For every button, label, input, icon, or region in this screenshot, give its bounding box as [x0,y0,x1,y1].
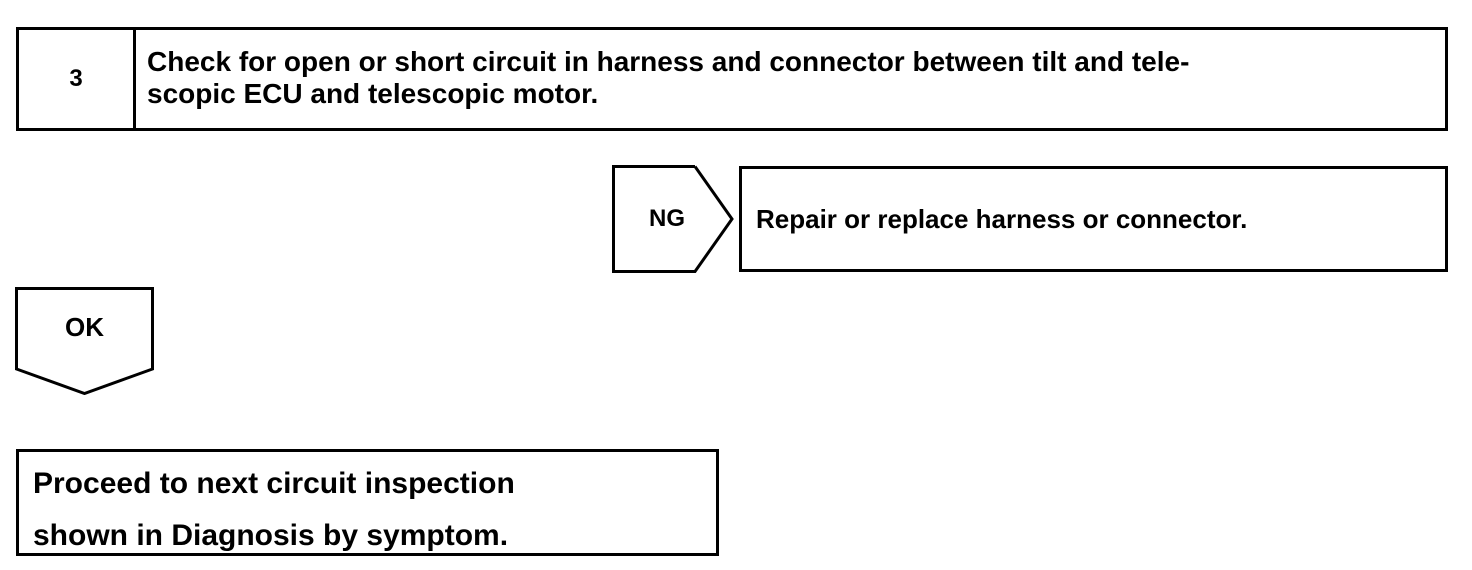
ng-result-box: Repair or replace harness or connector. [739,166,1448,272]
step-number: 3 [19,30,136,128]
step-description: Check for open or short circuit in harne… [147,46,1437,110]
ok-label: OK [65,311,104,342]
step-description-line-2: scopic ECU and telescopic motor. [147,78,599,109]
step-box: 3 Check for open or short circuit in har… [16,27,1448,131]
ng-arrow-shape [612,165,734,273]
ok-arrow-shape [15,287,154,395]
step-description-line-1: Check for open or short circuit in harne… [147,46,1190,77]
final-instruction-line-1: Proceed to next circuit inspection [33,467,515,500]
ng-label: NG [649,205,685,232]
final-instruction-box: Proceed to next circuit inspection shown… [16,449,719,556]
final-instruction-line-2: shown in Diagnosis by symptom. [33,519,509,552]
